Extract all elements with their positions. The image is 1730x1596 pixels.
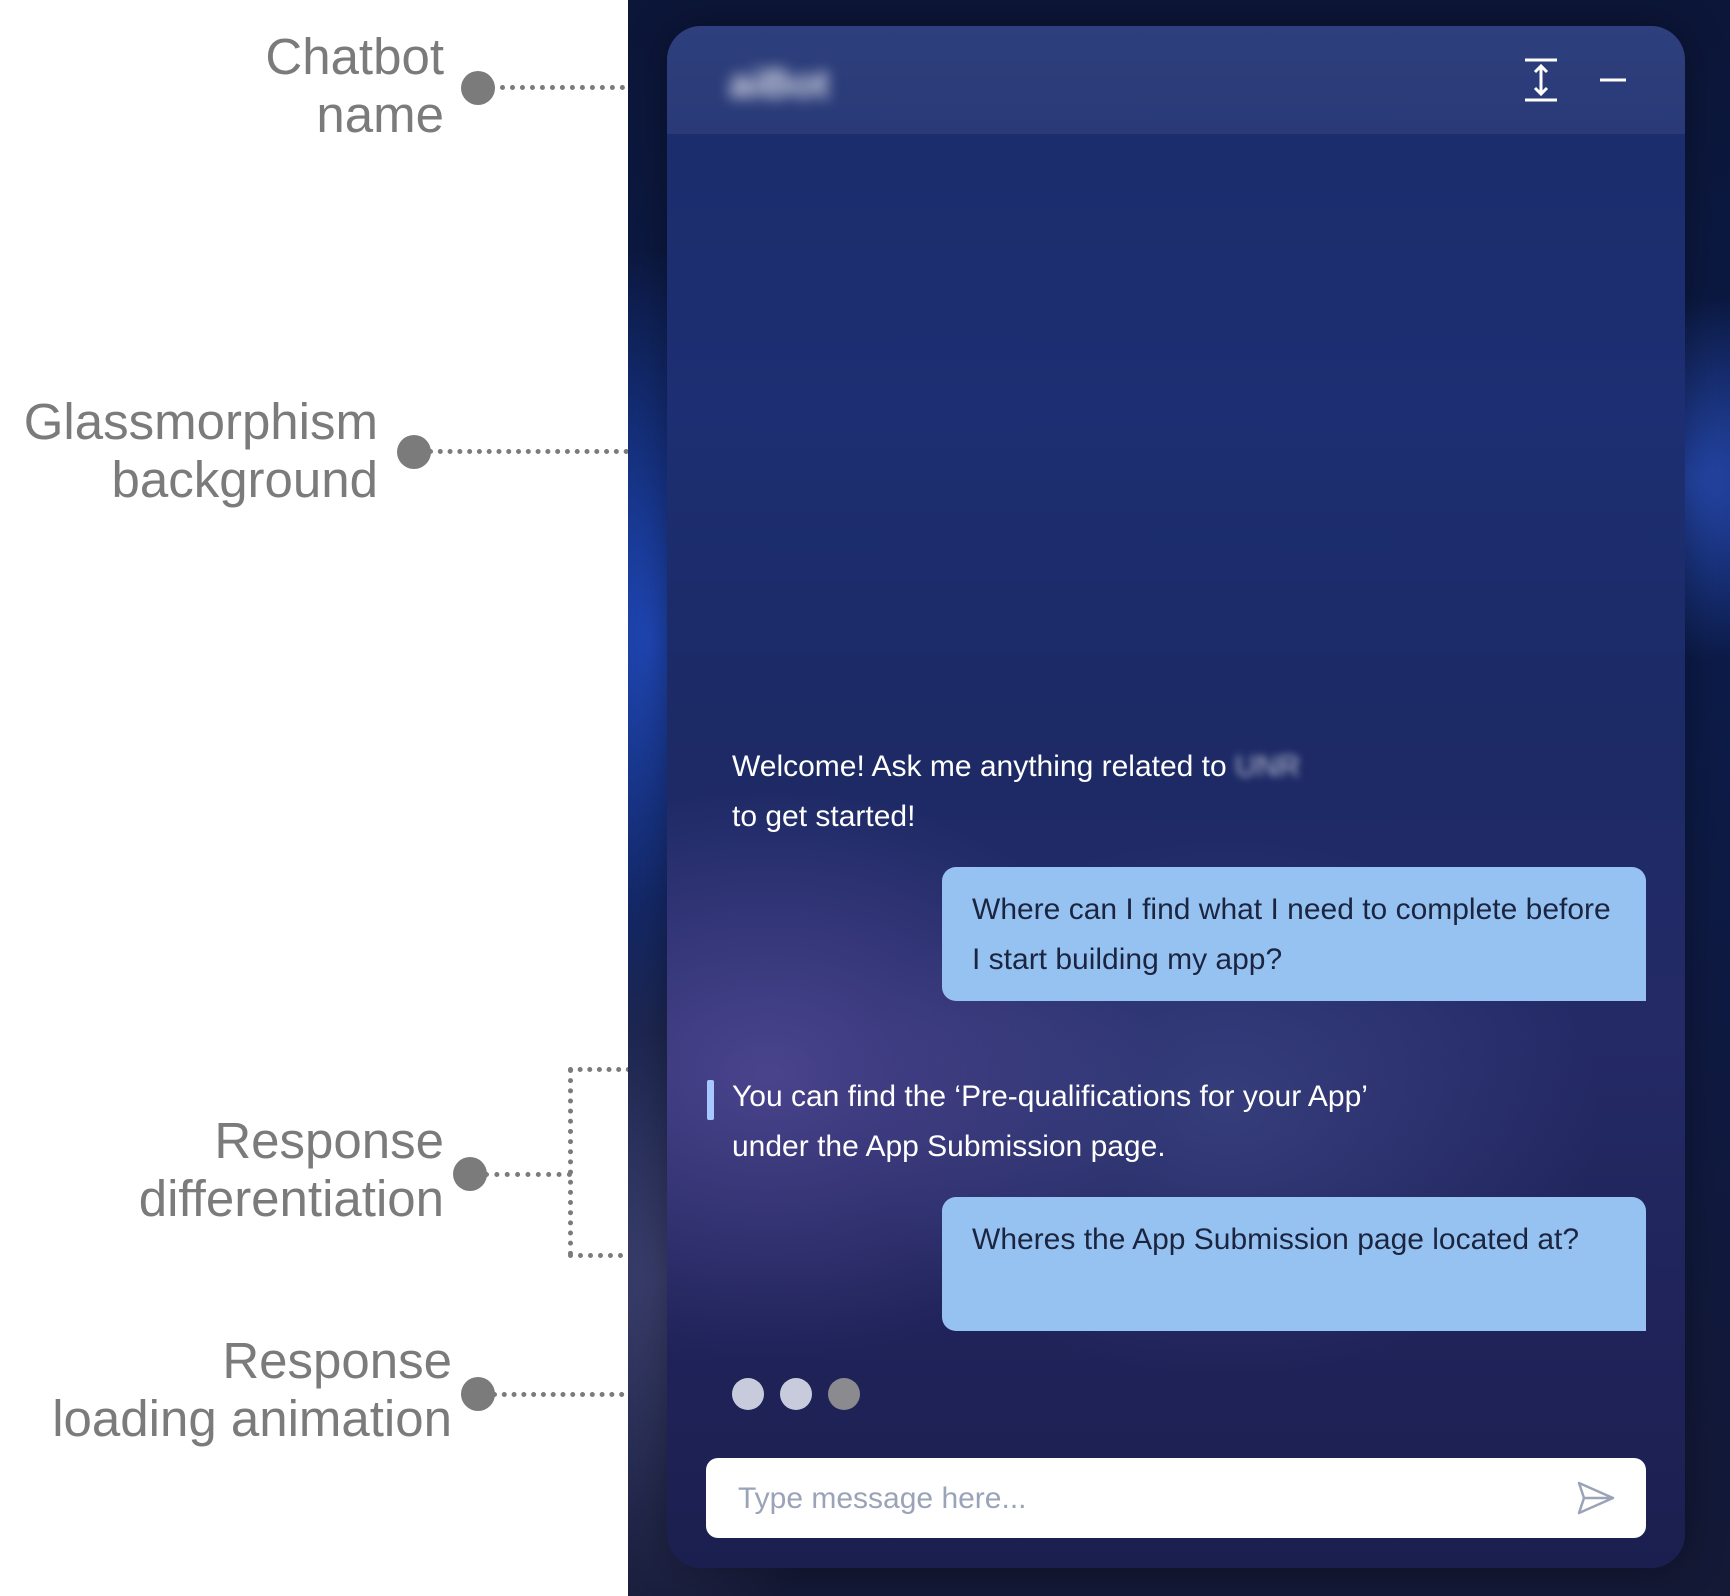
annotation-connector bbox=[490, 85, 735, 90]
chat-header: aiBot bbox=[667, 26, 1685, 134]
typing-dot bbox=[732, 1378, 764, 1410]
bot-message-welcome: Welcome! Ask me anything related to UNR … bbox=[732, 750, 1301, 833]
typing-dot bbox=[780, 1378, 812, 1410]
minimize-icon bbox=[1600, 78, 1626, 82]
send-icon bbox=[1577, 1481, 1615, 1515]
message-input[interactable] bbox=[736, 1458, 1540, 1540]
annotation-dot bbox=[461, 71, 495, 105]
expand-button[interactable] bbox=[1517, 54, 1565, 106]
minimize-button[interactable] bbox=[1589, 54, 1637, 106]
annotation-connector bbox=[492, 1392, 732, 1397]
annotation-connector bbox=[428, 449, 668, 454]
annotation-dot bbox=[461, 1377, 495, 1411]
annotation-response-differentiation: Response differentiation bbox=[138, 1112, 444, 1227]
annotation-dot bbox=[397, 435, 431, 469]
send-button[interactable] bbox=[1574, 1476, 1618, 1520]
annotation-chatbot-name: Chatbot name bbox=[265, 28, 444, 143]
annotation-connector bbox=[484, 1172, 572, 1177]
user-message: Wheres the App Submission page located a… bbox=[942, 1197, 1646, 1331]
expand-vertical-icon bbox=[1525, 58, 1557, 102]
blurred-product-name: UNR bbox=[1235, 750, 1301, 783]
message-composer bbox=[706, 1458, 1646, 1540]
bot-message-response: You can find the ‘Pre-qualifications for… bbox=[707, 1072, 1372, 1172]
typing-indicator bbox=[732, 1378, 860, 1410]
annotation-glassmorphism-background: Glassmorphism background bbox=[23, 393, 378, 508]
chatbot-name: aiBot bbox=[729, 62, 829, 106]
chat-window: aiBot Welcome! Ask me anything related t… bbox=[667, 26, 1685, 1568]
annotation-response-loading-animation: Response loading animation bbox=[52, 1332, 452, 1447]
typing-dot bbox=[828, 1378, 860, 1410]
annotation-dot bbox=[453, 1157, 487, 1191]
annotation-bracket bbox=[568, 1068, 573, 1256]
user-message: Where can I find what I need to complete… bbox=[942, 867, 1646, 1001]
